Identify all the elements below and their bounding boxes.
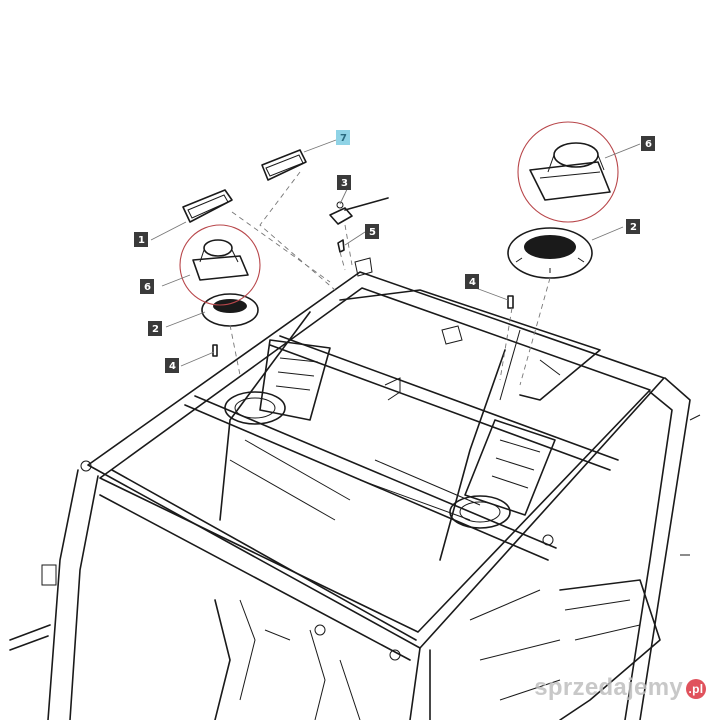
callout-2-right: 2 <box>626 219 640 234</box>
svg-text:5: 5 <box>369 227 376 238</box>
callout-7-highlighted: 7 <box>336 130 350 145</box>
svg-text:4: 4 <box>469 277 476 288</box>
assembly-lines <box>229 171 551 386</box>
svg-text:3: 3 <box>341 178 348 189</box>
part-5-screw <box>337 239 345 253</box>
part-6-speaker-right <box>529 142 611 201</box>
svg-text:4: 4 <box>169 361 176 372</box>
leader-lines <box>150 139 641 367</box>
part-4-screw-right <box>507 295 514 309</box>
watermark: sprzedajemy.pl <box>534 674 706 702</box>
svg-text:6: 6 <box>645 139 652 150</box>
highlight-circle-right <box>517 121 619 223</box>
part-2-gasket-left <box>201 293 259 327</box>
watermark-badge: .pl <box>686 678 706 699</box>
callout-4-left: 4 <box>165 358 179 373</box>
part-6-speaker-left <box>192 239 249 281</box>
part-2-gasket-right <box>507 227 593 279</box>
svg-text:2: 2 <box>630 222 637 233</box>
callout-2-left: 2 <box>148 321 162 336</box>
svg-text:2: 2 <box>152 324 159 335</box>
part-7-cover-plate <box>261 149 307 181</box>
callout-3: 3 <box>337 175 351 190</box>
svg-text:1: 1 <box>138 235 145 246</box>
callout-4-right: 4 <box>465 274 479 289</box>
callout-5: 5 <box>365 224 379 239</box>
svg-text:6: 6 <box>144 282 151 293</box>
svg-text:7: 7 <box>340 133 347 144</box>
callout-6-right: 6 <box>641 136 655 151</box>
part-4-screw-left <box>212 344 218 357</box>
part-1-cover-plate <box>182 189 233 223</box>
highlight-circle-left <box>179 224 261 306</box>
roof-frame <box>9 257 701 720</box>
callout-1: 1 <box>134 232 148 247</box>
watermark-text: sprzedajemy <box>534 674 683 701</box>
callout-6-left: 6 <box>140 279 154 294</box>
part-3-antenna <box>329 197 389 225</box>
